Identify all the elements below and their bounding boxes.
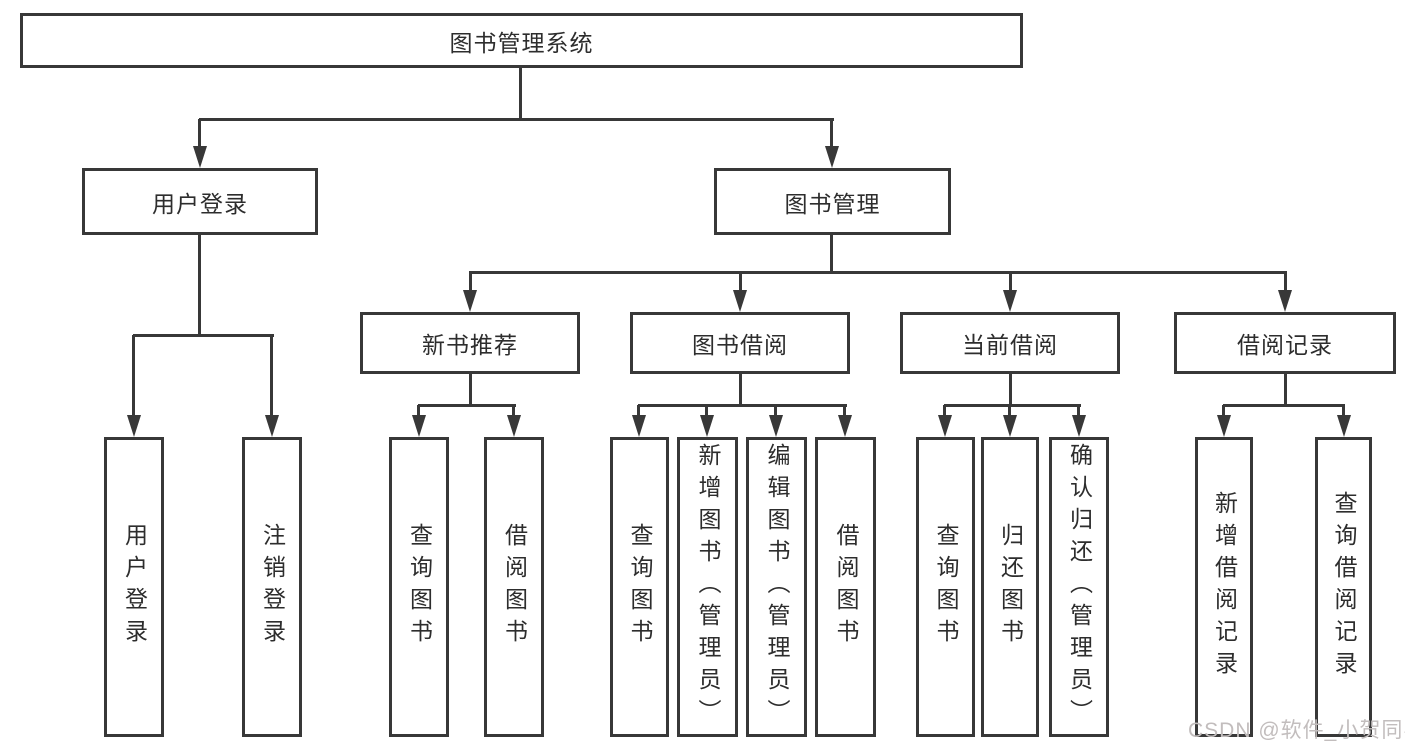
leaf-add-book-admin: 新增图书（管理员） — [677, 437, 738, 737]
node-root: 图书管理系统 — [20, 13, 1023, 68]
connector-arrowhead-down — [825, 146, 839, 168]
leaf-user-login: 用户登录 — [104, 437, 164, 737]
node-book-management: 图书管理 — [714, 168, 951, 235]
connector-line — [943, 405, 946, 417]
node-borrow-records-label: 借阅记录 — [1237, 332, 1333, 358]
connector-arrowhead-down — [193, 146, 207, 168]
connector-arrowhead-down — [412, 415, 426, 437]
node-root-label: 图书管理系统 — [449, 29, 594, 56]
connector-line — [830, 119, 833, 148]
connector-line — [469, 271, 1287, 274]
connector-arrowhead-down — [1278, 290, 1292, 312]
connector-line — [843, 405, 846, 417]
connector-line — [1222, 405, 1225, 417]
connector-line — [830, 233, 833, 273]
connector-line — [1008, 405, 1011, 417]
connector-line — [1009, 373, 1012, 406]
connector-line — [417, 405, 420, 417]
connector-line — [637, 405, 640, 417]
leaf-query-borrow-record: 查询借阅记录 — [1315, 437, 1372, 737]
leaf-confirm-return-admin-label: 确认归还（管理员） — [1066, 443, 1093, 731]
connector-line — [270, 335, 273, 417]
leaf-borrow-books: 借阅图书 — [815, 437, 876, 737]
leaf-add-borrow-record-label: 新增借阅记录 — [1211, 491, 1238, 683]
connector-line — [1223, 404, 1345, 407]
connector-line — [512, 405, 515, 417]
leaf-borrow-books-recommend: 借阅图书 — [484, 437, 544, 737]
node-current-borrow-label: 当前借阅 — [962, 332, 1058, 358]
connector-arrowhead-down — [507, 415, 521, 437]
leaf-query-books-current-label: 查询图书 — [933, 523, 959, 651]
connector-line — [469, 272, 472, 292]
connector-arrowhead-down — [1217, 415, 1231, 437]
leaf-logout-label: 注销登录 — [259, 523, 286, 651]
connector-arrowhead-down — [1072, 415, 1086, 437]
leaf-user-login-label: 用户登录 — [121, 523, 148, 651]
connector-line — [469, 373, 472, 406]
node-book-borrow-label: 图书借阅 — [692, 332, 788, 358]
leaf-query-borrow-record-label: 查询借阅记录 — [1331, 491, 1357, 683]
csdn-watermark: CSDN @软件_小贺同学 — [1188, 719, 1405, 742]
leaf-query-books-recommend-label: 查询图书 — [406, 523, 433, 651]
node-book-management-label: 图书管理 — [784, 190, 881, 217]
connector-line — [133, 334, 274, 337]
connector-arrowhead-down — [733, 290, 747, 312]
node-borrow-records: 借阅记录 — [1174, 312, 1396, 374]
leaf-add-borrow-record: 新增借阅记录 — [1195, 437, 1253, 737]
connector-line — [1284, 373, 1287, 406]
connector-arrowhead-down — [1337, 415, 1351, 437]
connector-arrowhead-down — [127, 415, 141, 437]
leaf-query-books-recommend: 查询图书 — [389, 437, 449, 737]
node-user-login-label: 用户登录 — [152, 190, 248, 217]
node-new-book-recommend-label: 新书推荐 — [422, 332, 518, 358]
connector-line — [132, 335, 135, 417]
leaf-query-books-borrow-label: 查询图书 — [627, 523, 653, 651]
connector-line — [1284, 272, 1287, 292]
connector-line — [519, 66, 522, 120]
leaf-borrow-books-recommend-label: 借阅图书 — [501, 523, 528, 651]
leaf-return-book-label: 归还图书 — [997, 523, 1024, 651]
connector-line — [1077, 405, 1080, 417]
node-current-borrow: 当前借阅 — [900, 312, 1120, 374]
connector-line — [418, 404, 516, 407]
leaf-return-book: 归还图书 — [981, 437, 1039, 737]
leaf-confirm-return-admin: 确认归还（管理员） — [1049, 437, 1109, 737]
connector-line — [774, 405, 777, 417]
leaf-query-books-borrow: 查询图书 — [610, 437, 669, 737]
connector-arrowhead-down — [1003, 290, 1017, 312]
connector-line — [1342, 405, 1345, 417]
connector-arrowhead-down — [632, 415, 646, 437]
connector-line — [1009, 272, 1012, 292]
connector-line — [638, 404, 847, 407]
node-book-borrow: 图书借阅 — [630, 312, 850, 374]
connector-line — [705, 405, 708, 417]
node-user-login: 用户登录 — [82, 168, 318, 235]
connector-arrowhead-down — [1003, 415, 1017, 437]
connector-line — [198, 119, 201, 148]
leaf-query-books-current: 查询图书 — [916, 437, 975, 737]
connector-arrowhead-down — [265, 415, 279, 437]
connector-line — [739, 373, 742, 406]
connector-arrowhead-down — [463, 290, 477, 312]
connector-line — [739, 272, 742, 292]
leaf-add-book-admin-label: 新增图书（管理员） — [695, 443, 721, 731]
connector-arrowhead-down — [838, 415, 852, 437]
leaf-edit-book-admin-label: 编辑图书（管理员） — [764, 443, 790, 731]
leaf-logout: 注销登录 — [242, 437, 302, 737]
connector-arrowhead-down — [938, 415, 952, 437]
node-new-book-recommend: 新书推荐 — [360, 312, 580, 374]
leaf-edit-book-admin: 编辑图书（管理员） — [746, 437, 807, 737]
connector-line — [198, 233, 201, 336]
leaf-borrow-books-label: 借阅图书 — [833, 523, 859, 651]
connector-line — [199, 118, 834, 121]
connector-line — [944, 404, 1081, 407]
connector-arrowhead-down — [700, 415, 714, 437]
connector-arrowhead-down — [769, 415, 783, 437]
